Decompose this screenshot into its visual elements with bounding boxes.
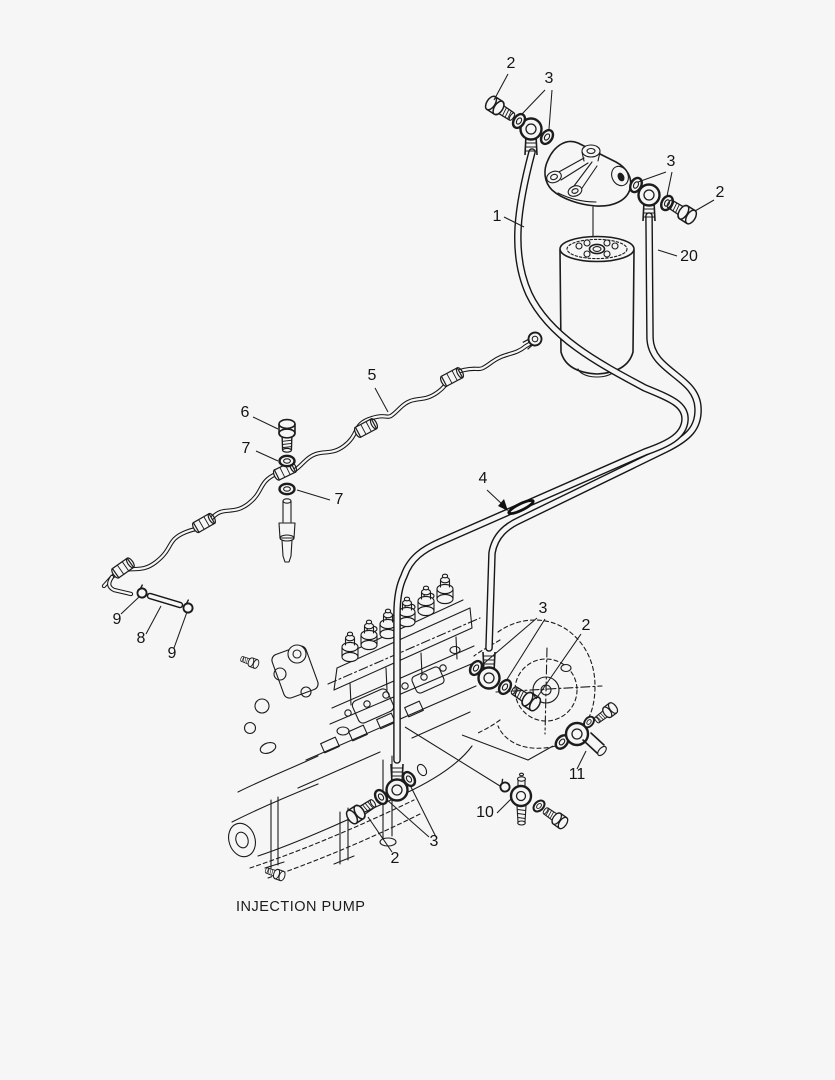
left-bracket-cluster — [238, 644, 319, 754]
callout-3-filter-inlet-washers: 3 — [545, 70, 554, 87]
callout-20-return-hose: 20 — [680, 248, 698, 265]
callout-10-banjo-fitting: 10 — [476, 804, 494, 821]
callout-4-hose-clamp: 4 — [479, 470, 488, 487]
leader-lines — [120, 73, 715, 853]
pump-lower-banjo-joint — [343, 762, 428, 827]
callout-9-clip-right: 9 — [168, 645, 177, 662]
callout-2-pump-lower-bolt: 2 — [391, 850, 400, 867]
callout-1-supply-hose: 1 — [493, 208, 502, 225]
callout-2-pump-upper-bolt: 2 — [582, 617, 591, 634]
fuel-filter-head — [544, 140, 632, 243]
filter-outlet-joint — [626, 174, 700, 227]
callout-3-pump-upper-washers: 3 — [539, 600, 548, 617]
joint-bolt-and-washers — [278, 418, 296, 563]
banjo-bolt-2 — [482, 93, 519, 125]
callout-2-filter-outlet-bolt: 2 — [716, 184, 725, 201]
clip-9-right — [180, 598, 195, 615]
banjo-bolt-2 — [343, 795, 380, 827]
pump-port — [416, 763, 428, 777]
connector-hose-group — [134, 583, 195, 615]
pump-covers — [320, 645, 461, 754]
callout-9-clip-left: 9 — [113, 611, 122, 628]
pump-lower-body — [249, 685, 477, 879]
callout-7-washer-lower: 7 — [335, 491, 344, 508]
washer-7-lower — [278, 482, 296, 496]
elbow-fitting-11 — [551, 700, 620, 757]
pointer-line-item-10 — [404, 726, 501, 787]
filter-inlet-joint — [482, 93, 557, 157]
figure-caption: INJECTION PUMP — [236, 899, 365, 915]
banjo-bolt-2 — [507, 682, 544, 714]
fuel-filter-cartridge — [559, 235, 635, 378]
callout-3-filter-outlet-washers: 3 — [667, 153, 676, 170]
callout-7-washer-upper: 7 — [242, 440, 251, 457]
pipe-union — [438, 366, 466, 388]
pump-upper-banjo-joint — [466, 650, 544, 714]
callout-2-filter-inlet-bolt: 2 — [507, 55, 516, 72]
bolt — [539, 804, 571, 831]
injector-nozzle-holder — [278, 498, 296, 563]
pipe-union — [109, 556, 137, 580]
injection-pump-body — [228, 573, 603, 883]
hose-clamp-4 — [507, 499, 535, 515]
callout-3-pump-lower-washers: 3 — [430, 833, 439, 850]
pipe-union — [190, 511, 218, 535]
joint-bolt-6 — [278, 418, 296, 453]
callout-5-leak-off-pipe: 5 — [368, 367, 377, 384]
washer — [530, 797, 548, 815]
leak-off-pipe-5 — [101, 328, 546, 597]
callout-8-connector-hose: 8 — [137, 630, 146, 647]
callout-6-joint-bolt: 6 — [241, 404, 250, 421]
supply-hose-1 — [393, 148, 689, 764]
pointer-line-item-11 — [461, 734, 554, 761]
governor-housing — [473, 619, 603, 749]
banjo-fitting-10 — [495, 772, 571, 831]
banjo-bolt-2 — [663, 195, 700, 227]
washer-7-upper — [278, 454, 296, 468]
return-hose-20 — [485, 212, 702, 652]
clip-9-left — [134, 583, 149, 600]
callout-11-elbow-fitting: 11 — [569, 766, 586, 783]
bolt — [591, 700, 620, 727]
callouts: 2 3 1 3 2 20 5 6 7 7 4 9 8 9 3 2 11 10 3… — [113, 55, 725, 867]
clamp-arrowhead — [498, 499, 508, 511]
